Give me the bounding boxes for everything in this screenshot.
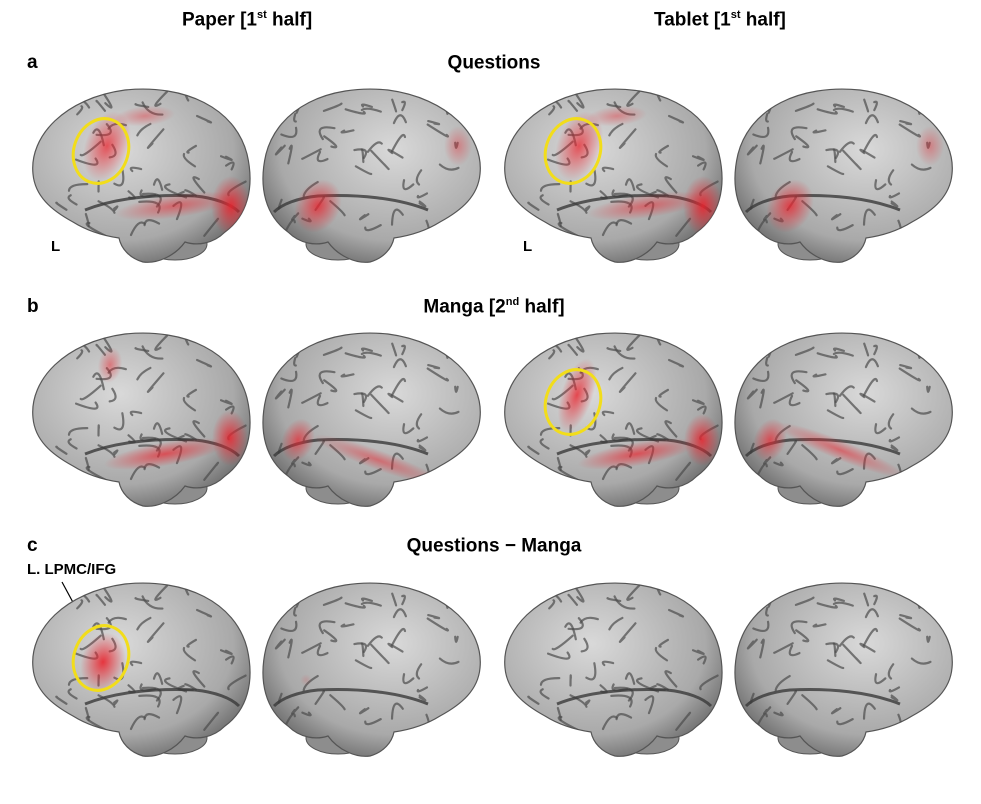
brain-render-b-paper-right-hemisphere xyxy=(262,332,481,507)
row-title-questions: Questions xyxy=(447,52,541,74)
roi-circle xyxy=(71,117,131,185)
roi-circle xyxy=(71,624,131,692)
roi-circle xyxy=(543,117,603,185)
column-header-tablet: Tablet [1st half] xyxy=(654,9,786,31)
brain-render-c-tablet-left-hemisphere xyxy=(504,582,723,757)
brain-render-b-paper-left-hemisphere xyxy=(32,332,251,507)
brain-render-c-paper-left-hemisphere xyxy=(32,582,251,757)
hemisphere-label-left-tablet: L xyxy=(523,238,533,255)
row-title-questions-minus-manga: Questions − Manga xyxy=(406,535,582,557)
brain-render-c-paper-right-hemisphere xyxy=(262,582,481,757)
brain-render-b-tablet-left-hemisphere xyxy=(504,332,723,507)
panel-letter-a: a xyxy=(27,52,38,73)
brain-render-a-tablet-right-hemisphere xyxy=(734,88,953,263)
row-title-manga: Manga [2nd half] xyxy=(423,296,565,318)
panel-letter-c: c xyxy=(27,535,38,556)
panel-letter-b: b xyxy=(27,296,39,317)
brain-render-a-tablet-left-hemisphere xyxy=(504,88,723,263)
column-header-paper: Paper [1st half] xyxy=(182,9,313,31)
callout-label-lpmc-ifg: L. LPMC/IFG xyxy=(27,561,117,578)
brain-render-b-tablet-right-hemisphere xyxy=(734,332,953,507)
brain-render-a-paper-right-hemisphere xyxy=(262,88,481,263)
brain-render-c-tablet-right-hemisphere xyxy=(734,582,953,757)
roi-circle xyxy=(543,368,603,436)
brain-render-a-paper-left-hemisphere xyxy=(32,88,251,263)
hemisphere-label-left-paper: L xyxy=(51,238,61,255)
